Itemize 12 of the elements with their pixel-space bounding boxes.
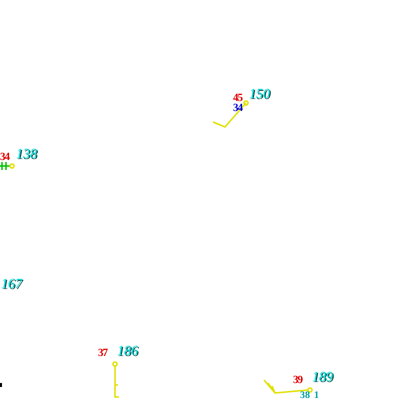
station-number: 189: [312, 371, 333, 385]
temperature-value: 37: [98, 348, 107, 359]
dewpoint-value: 34: [233, 103, 242, 114]
visibility-value: 1: [314, 391, 319, 400]
station-number: 138: [16, 148, 37, 162]
temperature-value: 45: [233, 93, 242, 104]
visibility-value: 38: [300, 391, 310, 400]
station-number: 167: [1, 278, 22, 292]
temperature-value: 34: [0, 152, 9, 163]
temperature-value: 39: [293, 375, 302, 386]
station-number: 150: [249, 88, 270, 102]
station-number: 186: [117, 345, 138, 359]
